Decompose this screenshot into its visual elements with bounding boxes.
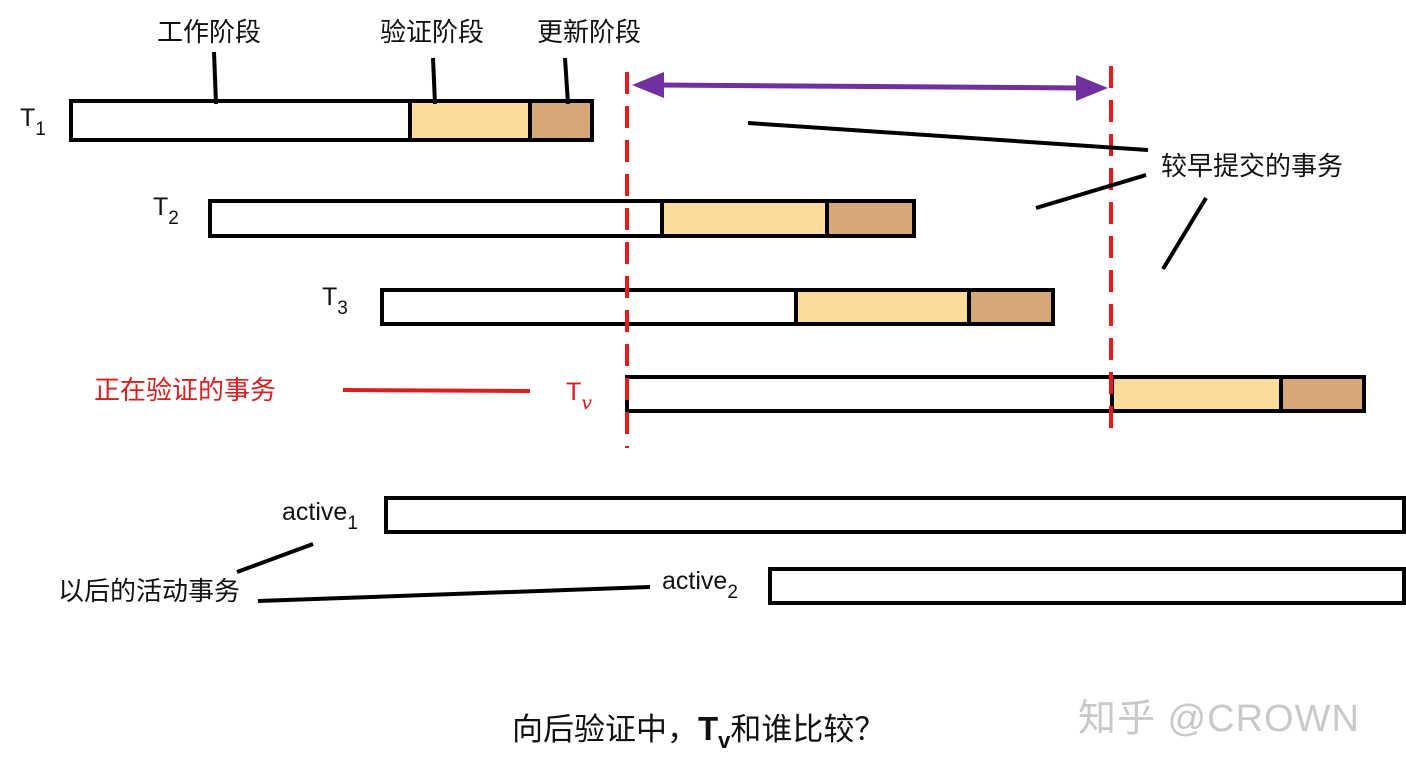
t3-update-phase <box>967 288 1055 326</box>
active2-bar <box>768 567 1406 605</box>
t2-bar <box>208 199 916 238</box>
tv-update-phase <box>1279 375 1366 413</box>
t3-label: T3 <box>322 283 348 319</box>
update-phase-label: 更新阶段 <box>537 18 642 48</box>
t2-update-phase <box>825 199 916 238</box>
t3-work-phase <box>380 288 798 326</box>
later-active-label: 以后的活动事务 <box>58 577 241 607</box>
t1-validate-phase <box>408 99 532 142</box>
work-phase-label: 工作阶段 <box>157 18 262 48</box>
tv-label: Tv <box>566 378 593 414</box>
earlier-committed-pointer-1 <box>747 121 1149 152</box>
t1-bar <box>69 99 594 142</box>
interval-double-arrow <box>632 72 1108 101</box>
t3-bar <box>380 288 1055 326</box>
earlier-committed-pointer-2 <box>1035 173 1147 210</box>
update-phase-pointer <box>563 57 570 105</box>
validating-label: 正在验证的事务 <box>94 376 277 406</box>
t2-validate-phase <box>660 199 829 238</box>
validating-pointer <box>342 388 531 393</box>
t2-label: T2 <box>153 193 179 229</box>
tv-bar <box>625 375 1366 413</box>
active1-bar <box>384 496 1406 534</box>
active1-label: active1 <box>282 498 358 534</box>
t2-work-phase <box>208 199 664 238</box>
t1-work-phase <box>69 99 412 142</box>
validate-phase-pointer <box>431 57 437 105</box>
t1-label: T1 <box>20 104 46 140</box>
work-phase-pointer <box>212 51 218 105</box>
t1-update-phase <box>528 99 594 142</box>
earlier-committed-pointer-3 <box>1161 196 1208 271</box>
tv-work-phase <box>625 375 1114 413</box>
earlier-committed-label: 较早提交的事务 <box>1161 152 1344 182</box>
later-active-pointer-1 <box>236 542 314 574</box>
active2-label: active2 <box>662 567 738 603</box>
question-caption: 向后验证中，Tv和谁比较？ <box>512 710 886 753</box>
watermark: 知乎 @CROWN <box>1078 698 1360 740</box>
later-active-pointer-2 <box>257 585 651 603</box>
tv-validate-phase <box>1110 375 1283 413</box>
t3-validate-phase <box>794 288 971 326</box>
validate-phase-label: 验证阶段 <box>380 18 485 48</box>
